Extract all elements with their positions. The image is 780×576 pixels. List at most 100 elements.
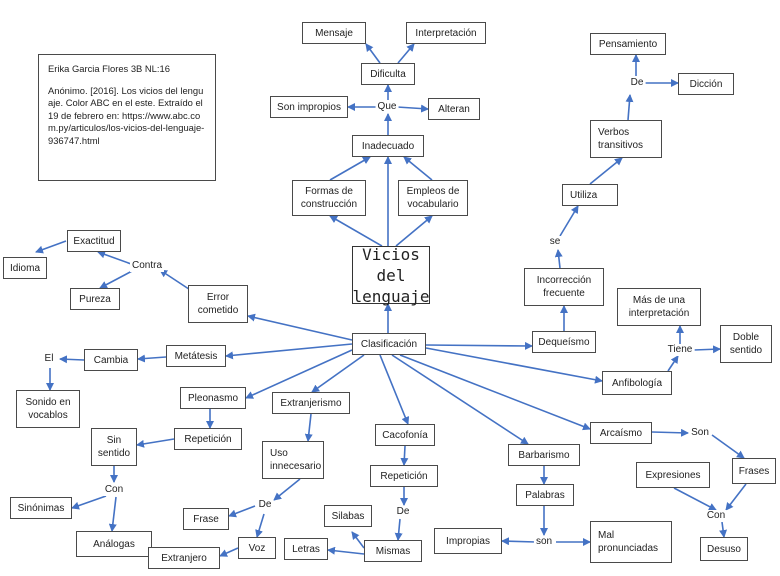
connector-arrow [399,354,591,431]
connector-arrow [725,483,747,511]
node-pleonasmo: Pleonasmo [180,387,246,409]
connector-arrow [71,495,107,510]
node-letras: Letras [284,538,328,560]
connector-arrow [329,215,383,247]
node-voz: Voz [238,537,276,559]
connector-arrow [559,205,579,237]
node-extranjero: Extranjero [148,547,220,569]
connector-arrow [304,413,313,442]
label-son-barbarismo: son [533,536,555,548]
connector-arrow [711,434,745,459]
node-empleos-de-vocabulario: Empleos de vocabulario [398,180,468,216]
label-son-arcaismo: Son [689,427,711,439]
connector-arrow [651,428,689,437]
node-alteran: Alteran [428,98,480,120]
reference-box: Erika Garcia Flores 3B NL:16 Anónimo. [2… [38,54,216,181]
node-error-cometido: Error cometido [188,285,248,323]
node-arcaismo: Arcaísmo [590,422,652,444]
node-formas-de-construccion: Formas de construcción [292,180,366,216]
label-el: El [42,353,56,365]
node-cambia: Cambia [84,349,138,371]
connector-arrow [693,345,721,354]
label-de-pensamiento: De [628,77,646,89]
connector-arrow [35,240,67,254]
node-impropias: Impropias [434,528,502,554]
connector-arrow [59,355,85,364]
node-anfibologia: Anfibología [602,371,672,395]
node-diccion: Dicción [678,73,734,95]
label-con-pleonasmo: Con [102,484,126,496]
node-dificulta: Dificulta [361,63,415,85]
node-uso-innecesario: Uso innecesario [262,441,324,479]
node-cacofonia: Cacofonía [375,424,435,446]
connector-arrow [501,537,537,546]
node-clasificacion: Clasificación [352,333,426,355]
connector-arrow [108,496,117,532]
connector-arrow [351,531,365,549]
connector-arrow [137,354,167,363]
connector-arrow [136,438,175,448]
node-pensamiento: Pensamiento [590,33,666,55]
node-dequeismo: Dequeísmo [532,331,596,353]
node-pureza: Pureza [70,288,120,310]
connector-arrow [394,518,403,541]
connector-arrow [97,250,135,266]
connector-arrow [719,521,728,538]
node-repeticion-cacofonia: Repetición [370,465,438,487]
node-repeticion-pleonasmo: Repetición [174,428,242,450]
connector-arrow [425,341,533,350]
connector-arrow [219,547,239,557]
connector-arrow [379,354,410,425]
node-sonido-en-vocablos: Sonido en vocablos [16,390,80,428]
node-extranjerismo: Extranjerismo [272,392,350,414]
connector-arrow [554,249,563,269]
node-vicios-del-lenguaje: Vicios del lenguaje [352,244,430,306]
node-mensaje: Mensaje [302,22,366,44]
connector-arrow [397,43,415,64]
connector-arrow [400,445,409,466]
connector-arrow [589,157,623,185]
label-que: Que [375,101,399,113]
connector-arrow [395,215,433,247]
node-silabas: Silabas [324,505,372,527]
label-se: se [547,236,563,248]
node-expresiones: Expresiones [636,462,710,488]
node-idioma: Idioma [3,257,47,279]
label-contra: Contra [129,260,165,272]
node-son-impropios: Son impropios [270,96,348,118]
connector-arrow [225,343,353,360]
label-con-arcaismo: Con [704,510,728,522]
node-metatesis: Metátesis [166,345,226,367]
node-sinonimas: Sinónimas [10,497,72,519]
node-frase: Frase [183,508,229,530]
label-de-cacofonia: De [394,506,412,518]
label-de-extranjerismo: De [256,499,274,511]
connector-arrow [625,94,634,121]
node-desuso: Desuso [700,537,748,561]
label-tiene: Tiene [665,344,695,356]
connector-arrow [247,313,353,341]
node-palabras: Palabras [516,484,574,506]
node-mal-pronunciadas: Mal pronunciadas [590,521,672,563]
reference-citation: Anónimo. [2016]. Los vicios del lenguaje… [48,84,205,146]
node-mas-de-una-interpretacion: Más de una interpretación [617,288,701,326]
connector-arrow [273,478,301,501]
connector-arrow [255,513,265,538]
node-incorreccion-frecuente: Incorrección frecuente [524,268,604,306]
reference-author: Erika Garcia Flores 3B NL:16 [48,63,170,74]
node-mismas: Mismas [364,540,422,562]
connector-arrow [228,505,256,518]
connector-arrow [329,156,371,181]
connector-arrow [673,487,717,511]
node-analogas: Análogas [76,531,152,557]
node-utiliza: Utiliza [562,184,618,206]
connector-arrow [667,355,679,372]
connector-arrow [311,354,365,393]
node-verbos-transitivos: Verbos transitivos [590,120,662,158]
connector-arrow [99,269,135,289]
node-barbarismo: Barbarismo [508,444,580,466]
connector-arrow [245,349,353,399]
node-inadecuado: Inadecuado [352,135,424,157]
connector-arrow [391,354,529,445]
